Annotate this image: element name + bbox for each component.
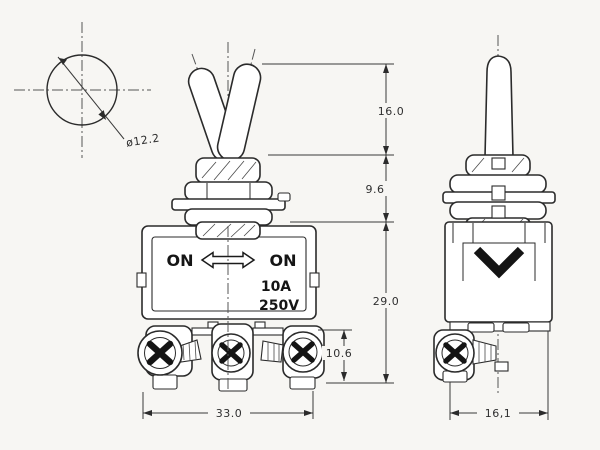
dimension-annotations: 16.0 9.6 29.0 10.6 33.0 16,1 (142, 63, 549, 420)
diameter-arrow-up-icon (59, 58, 67, 65)
marking-voltage: 250V (259, 298, 299, 314)
terminal-side (433, 321, 551, 383)
base-plate (449, 321, 551, 332)
lever-slot-pad (491, 157, 506, 170)
hex-nut-upper (184, 181, 273, 201)
bushing-stack-front (171, 157, 291, 240)
strap-tab (254, 321, 266, 329)
threaded-collar-top (195, 157, 261, 184)
toggle-lever-side (484, 55, 514, 158)
terminal-foot-right (289, 376, 316, 390)
mounting-hole-circle (46, 54, 118, 126)
body-side-notch-right (309, 272, 320, 288)
diameter-label: ø12.2 (125, 131, 160, 149)
phillips-screw-icon (282, 331, 324, 373)
dim-label-side-width: 16,1 (485, 407, 512, 420)
terminal-tab-side (494, 361, 509, 372)
diameter-leader-line (57, 56, 125, 140)
washer-tab (277, 192, 291, 202)
top-view: ø12.2 (14, 22, 161, 158)
phillips-screw-icon (435, 333, 475, 373)
diameter-arrow-down-icon (98, 110, 106, 120)
clip-v-notch (473, 246, 525, 279)
dim-label-bushing-height: 9.6 (366, 183, 385, 196)
dim-label-lever-height: 16.0 (378, 105, 405, 118)
terminal-strap-left (191, 327, 214, 336)
screw-shank-side (472, 339, 497, 365)
dim-label-terminal-height: 10.6 (326, 347, 353, 360)
terminal-foot-middle (218, 378, 248, 392)
side-view (433, 35, 556, 393)
marking-on-right: ON (270, 251, 297, 270)
lever-slot-pad (491, 205, 506, 219)
marking-on-left: ON (167, 251, 194, 270)
lever-slot-pad (491, 185, 506, 201)
phillips-screw-icon (211, 333, 251, 373)
marking-current: 10A (261, 279, 291, 295)
base-tab (467, 322, 495, 333)
dim-label-body-width: 33.0 (216, 407, 243, 420)
terminal-strap-right (252, 327, 284, 336)
phillips-screw-icon (137, 330, 183, 376)
dim-label-body-height: 29.0 (373, 295, 400, 308)
body-clip-detail (452, 223, 546, 281)
front-view: ON ON 10A 250V (136, 42, 325, 392)
base-tab (502, 322, 530, 333)
body-side-notch-left (136, 272, 147, 288)
terminal-foot-left (152, 374, 178, 390)
screw-shank-right (260, 340, 284, 363)
terminals-front (137, 321, 325, 392)
